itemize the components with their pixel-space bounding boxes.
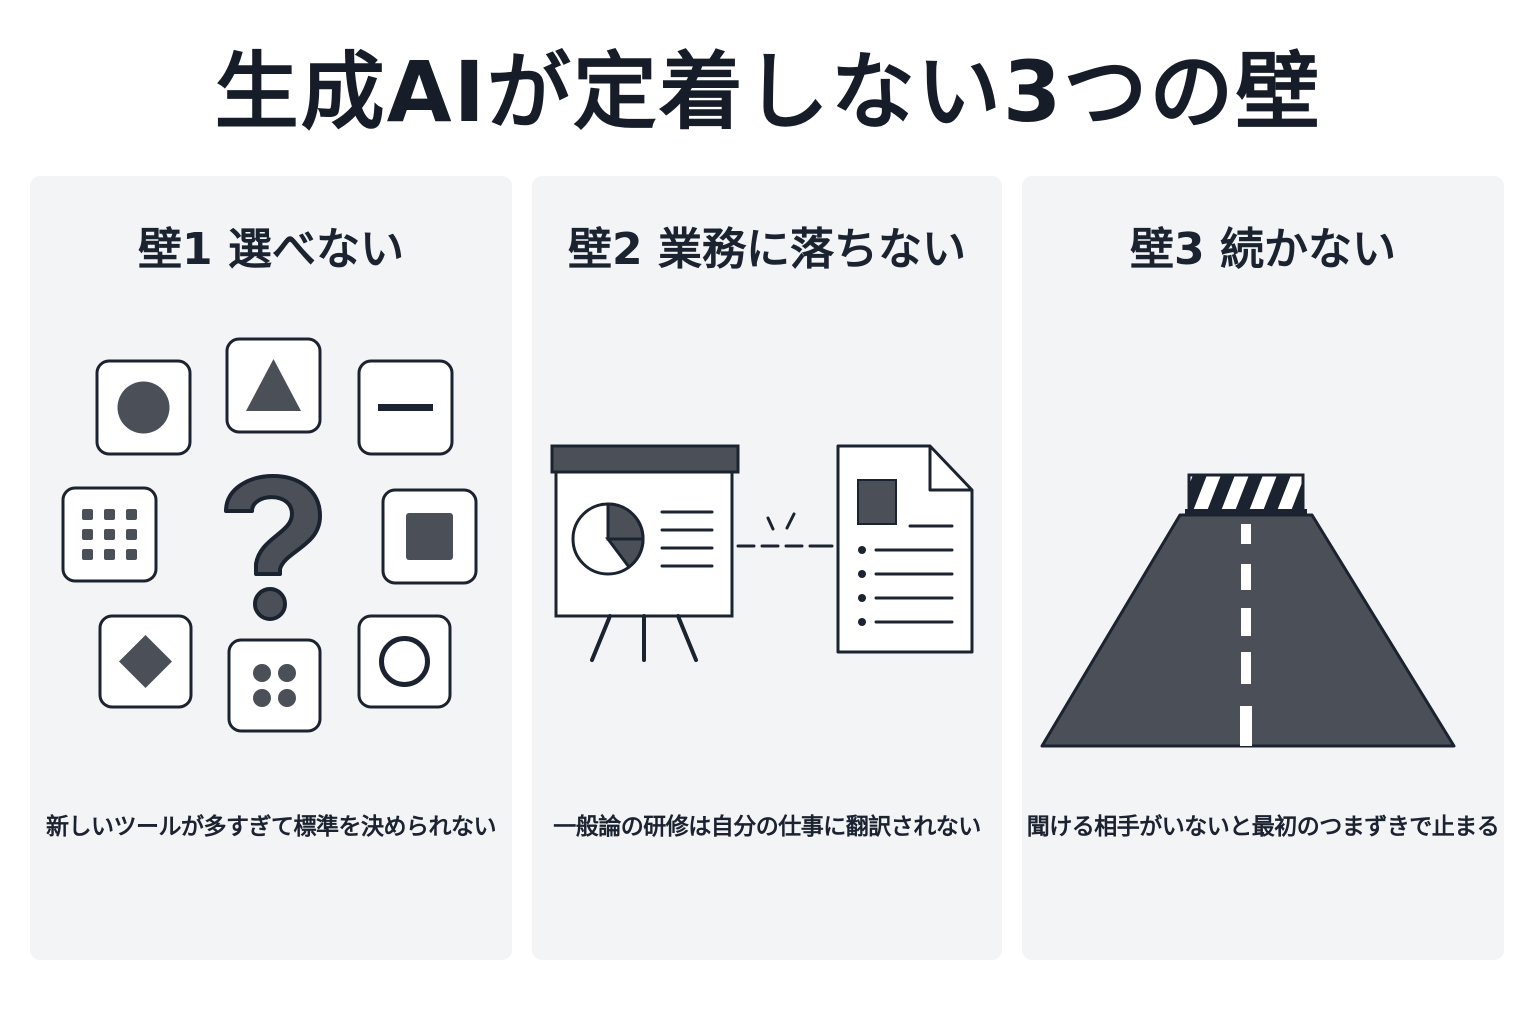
presentation-board-icon xyxy=(550,444,740,662)
circle-icon xyxy=(95,359,192,456)
broken-link-icon xyxy=(736,512,834,548)
triangle-icon xyxy=(225,337,322,434)
training-gap-illustration xyxy=(550,444,974,662)
panel-wall-2: 壁2 業務に落ちない xyxy=(532,176,1002,960)
pie-chart-icon xyxy=(571,502,645,576)
square-icon xyxy=(381,488,478,585)
panel-heading: 壁1 選べない xyxy=(138,224,404,275)
choice-overload-illustration xyxy=(61,337,478,733)
document-icon xyxy=(836,444,974,654)
panel-wall-1: 壁1 選べない xyxy=(30,176,512,960)
minus-icon xyxy=(357,359,454,456)
page-title: 生成AIが定着しない3つの壁 xyxy=(214,43,1322,141)
four-dots-icon xyxy=(227,638,322,733)
grid-icon xyxy=(61,486,158,583)
road-barrier-icon xyxy=(1185,473,1307,516)
road-icon xyxy=(1040,513,1456,748)
panel-heading: 壁3 続かない xyxy=(1130,224,1396,275)
panel-caption: 聞ける相手がいないと最初のつまずきで止まる xyxy=(1026,814,1500,840)
question-mark-icon xyxy=(224,474,322,621)
panel-caption: 一般論の研修は自分の仕事に翻訳されない xyxy=(553,814,981,840)
ring-icon xyxy=(357,614,452,709)
panel-heading: 壁2 業務に落ちない xyxy=(568,224,966,275)
dead-end-road-illustration xyxy=(1040,473,1456,748)
diamond-icon xyxy=(98,614,193,709)
panel-wall-3: 壁3 続かない xyxy=(1022,176,1504,960)
panel-caption: 新しいツールが多すぎて標準を決められない xyxy=(46,814,497,840)
